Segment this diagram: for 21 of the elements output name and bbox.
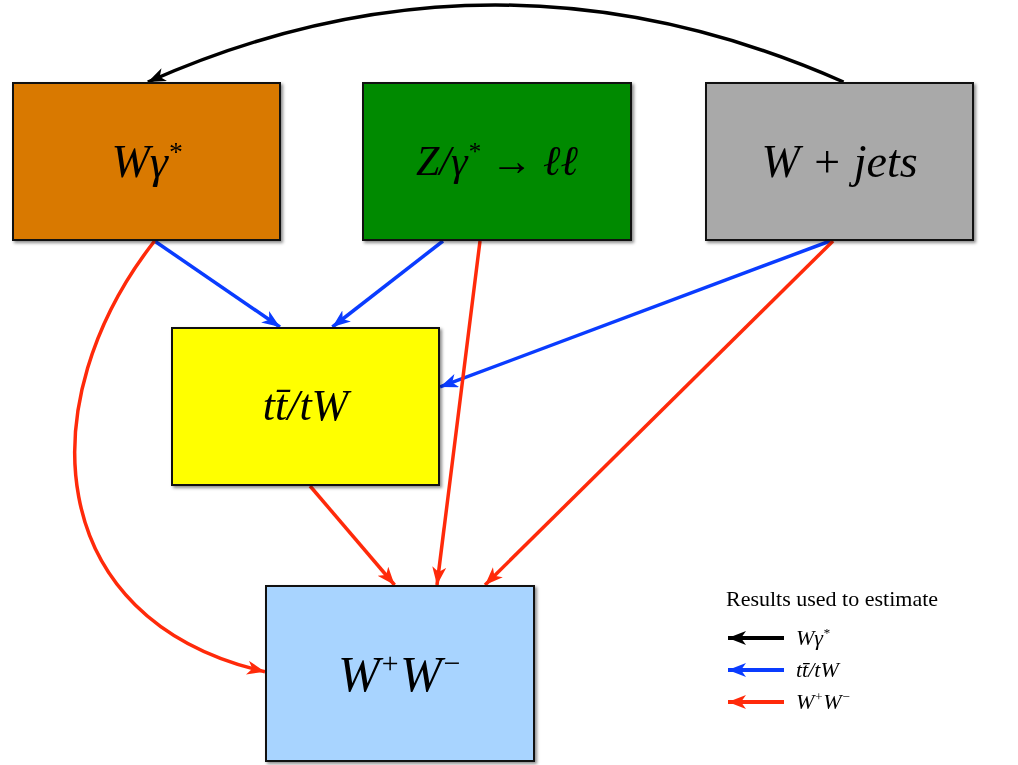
node-label: W$^{+}$W$^{−}$ bbox=[338, 644, 462, 704]
node-label: Z/γ$^{*}$ → ℓℓ bbox=[415, 137, 579, 187]
legend-title: Results used to estimate bbox=[726, 586, 939, 612]
process-box bbox=[265, 585, 535, 762]
legend-label: Wγ$^{*}$ bbox=[796, 624, 830, 652]
arrow bbox=[439, 239, 831, 389]
legend-label: W$^{+}$W$^{−}$ bbox=[796, 688, 851, 716]
legend-label: tt̄/tW bbox=[796, 657, 839, 683]
node-label: Wγ$^{*}$ bbox=[111, 134, 182, 189]
arrow bbox=[147, 3, 845, 84]
process-box bbox=[362, 82, 632, 241]
arrow bbox=[483, 239, 835, 587]
process-box bbox=[171, 327, 440, 486]
arrow bbox=[331, 239, 445, 329]
arrow bbox=[308, 484, 396, 587]
node-label: W + jets bbox=[761, 134, 918, 189]
arrow bbox=[432, 240, 482, 586]
process-box bbox=[12, 82, 281, 241]
arrow bbox=[73, 240, 266, 674]
arrow bbox=[153, 239, 281, 329]
process-box bbox=[705, 82, 974, 241]
